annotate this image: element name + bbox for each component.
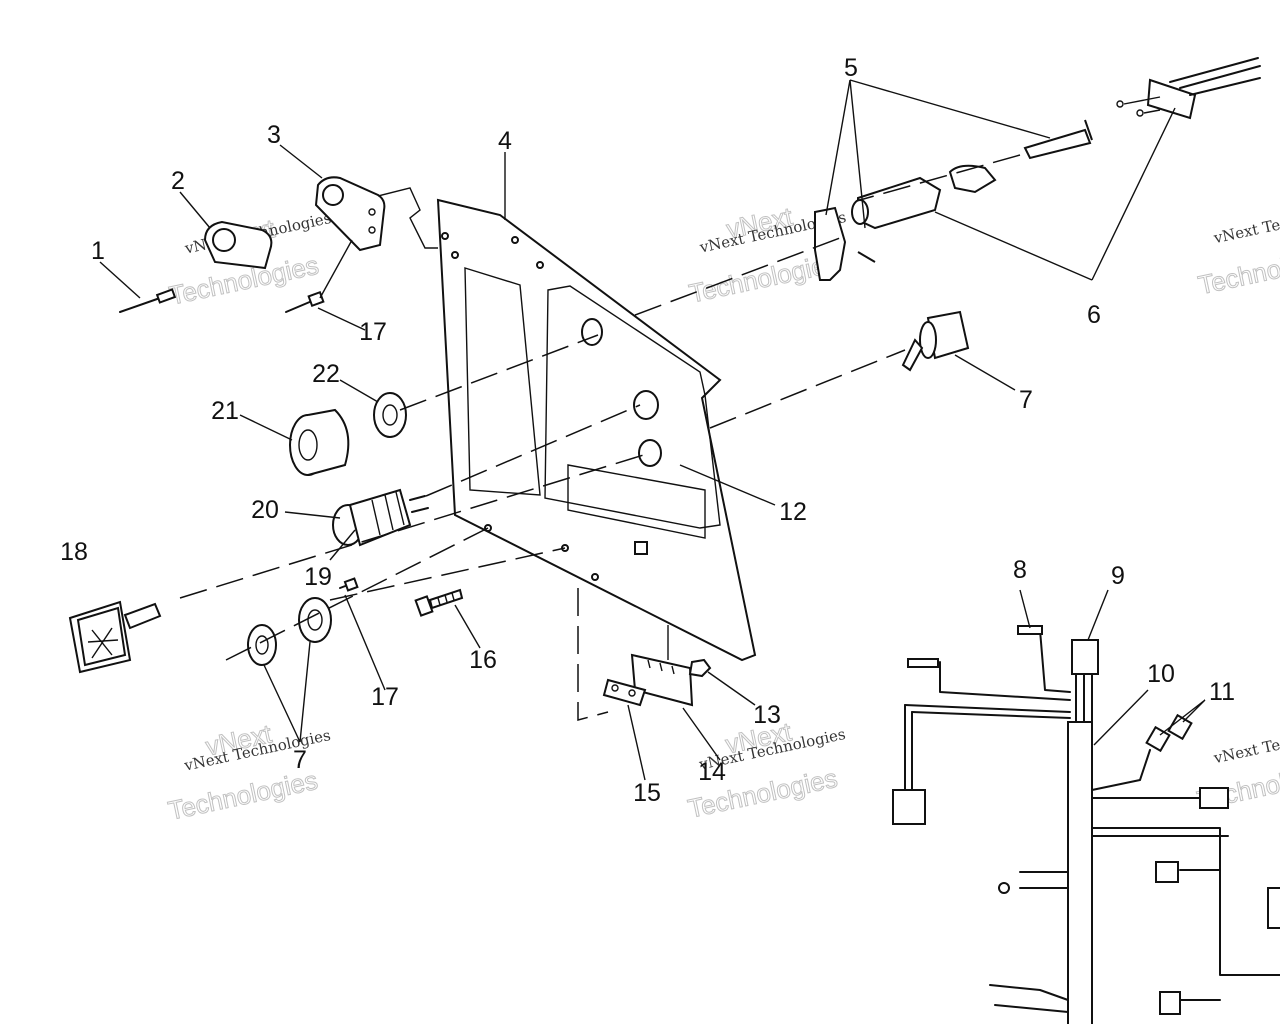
callout-9: 9 [1111, 562, 1125, 590]
callout-10: 10 [1147, 660, 1175, 688]
callout-8: 8 [1013, 556, 1027, 584]
key-switch-bracket [314, 176, 438, 252]
callout-1: 1 [91, 237, 105, 265]
watermark-bottom-left: Technologies vNext vNext Technologies [165, 718, 332, 827]
callout-11: 11 [1209, 678, 1235, 706]
svg-text:Technologies: Technologies [1195, 239, 1280, 300]
callout-3: 3 [267, 121, 281, 149]
dash-panel [436, 198, 757, 662]
toggle-switch [901, 310, 970, 372]
relay-bracket [602, 625, 712, 707]
screw-19 [339, 577, 359, 592]
ignition-key [68, 600, 162, 674]
svg-text:vNext Technologies: vNext Technologies [1211, 199, 1280, 248]
callout-7b: 7 [293, 746, 307, 774]
switch-plate [203, 220, 273, 270]
watermark-top-right: Technologies vNext Technologies [1195, 199, 1280, 301]
wiring-harness [892, 625, 1280, 1024]
washer-pair [247, 597, 332, 666]
lock-washer [373, 392, 407, 438]
latch-assembly [814, 57, 1261, 281]
callout-2: 2 [171, 167, 185, 195]
callout-12: 12 [779, 498, 807, 526]
callout-7: 7 [1019, 386, 1033, 414]
callout-19: 19 [304, 563, 332, 591]
ignition-switch-body [332, 488, 429, 547]
callout-5: 5 [844, 54, 858, 82]
callout-17b: 17 [371, 683, 399, 711]
bolt-16 [414, 588, 464, 617]
callout-20: 20 [251, 496, 279, 524]
screw-17-top [285, 239, 353, 313]
callout-22: 22 [312, 360, 340, 388]
callout-17a: 17 [359, 318, 387, 346]
callout-21: 21 [211, 397, 239, 425]
callout-18: 18 [60, 538, 88, 566]
lock-nut [289, 408, 350, 476]
callout-4: 4 [498, 127, 512, 155]
callout-13: 13 [753, 701, 781, 729]
svg-text:vNext Technologies: vNext Technologies [1211, 719, 1280, 768]
callout-15: 15 [633, 779, 661, 807]
wire-lead-1 [119, 288, 177, 313]
callout-6: 6 [1087, 301, 1101, 329]
callout-16: 16 [469, 646, 497, 674]
callout-numbers: 1 2 3 4 5 6 7 7 8 9 10 11 12 13 14 15 16… [60, 54, 1235, 807]
callout-14: 14 [698, 758, 726, 786]
leader-lines [99, 79, 1206, 781]
exploded-view-lines [179, 154, 1021, 721]
